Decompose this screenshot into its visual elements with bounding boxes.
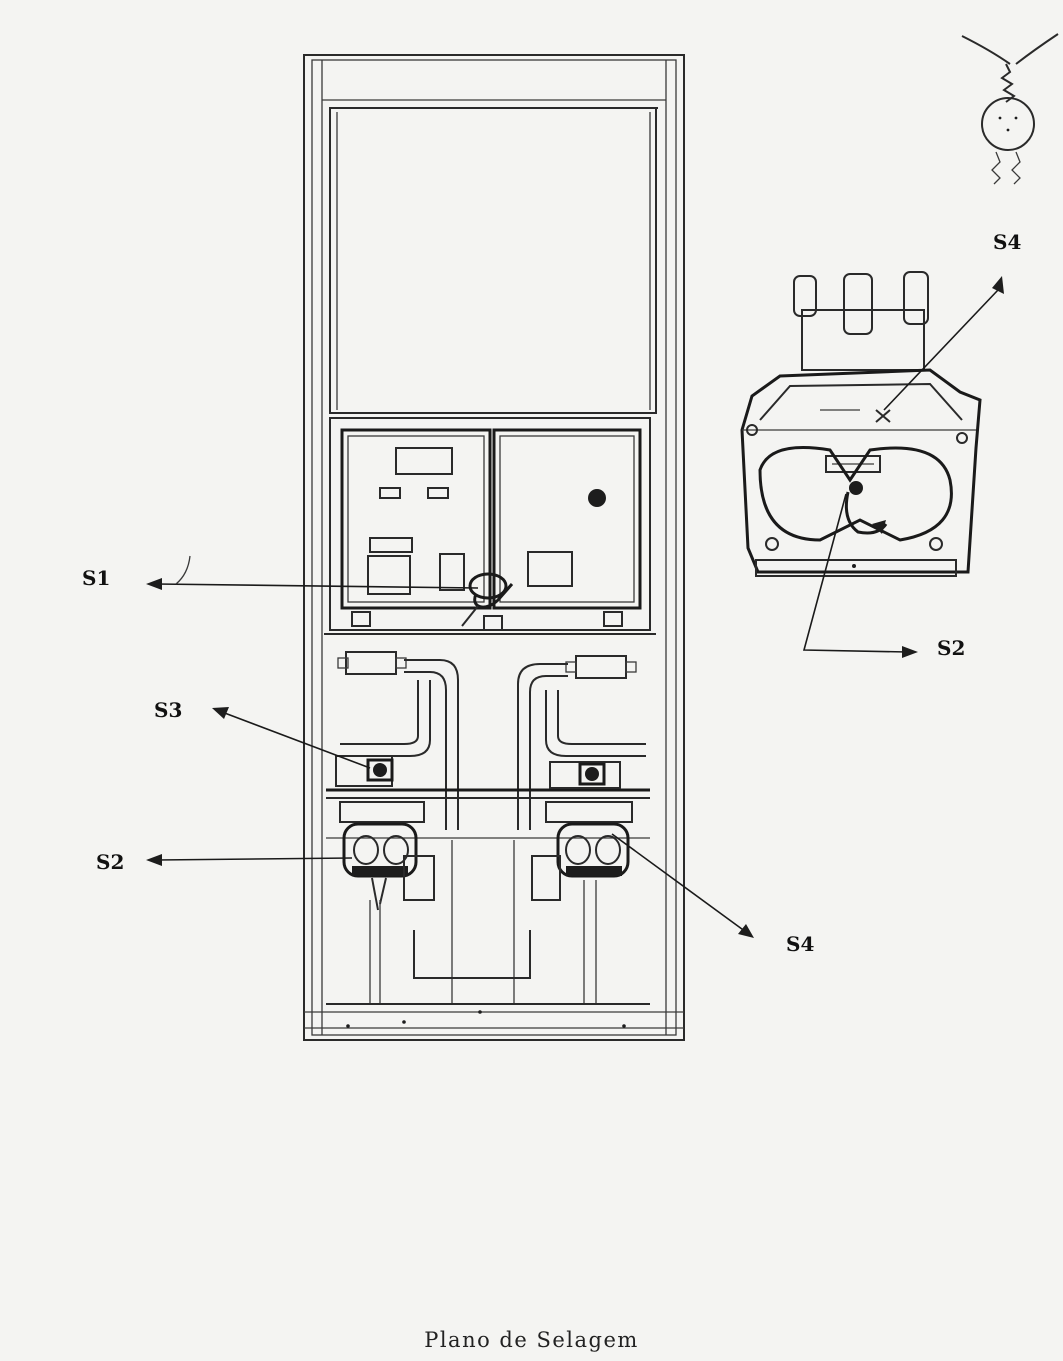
diagram-caption: Plano de Selagem bbox=[424, 1328, 639, 1352]
seal-label-s4-lower: S4 bbox=[786, 932, 815, 956]
seal-label-s4-upper: S4 bbox=[993, 230, 1022, 254]
left-meter-assembly bbox=[335, 755, 453, 1004]
s2-arrow-detail bbox=[802, 493, 918, 658]
seal-label-s1: S1 bbox=[82, 566, 111, 590]
s4-arrow-upper bbox=[883, 276, 1004, 411]
price-display bbox=[395, 447, 453, 475]
s2-arrow-left bbox=[146, 854, 353, 866]
computer-head-panel bbox=[324, 417, 656, 635]
meter-detail bbox=[740, 271, 982, 577]
pulser-detail-icon bbox=[961, 33, 1059, 185]
upper-display-window bbox=[329, 107, 657, 414]
s4-arrow-lower bbox=[611, 833, 754, 938]
base-tray bbox=[326, 930, 650, 1028]
seal-label-s2-detail: S2 bbox=[937, 636, 966, 660]
dispenser-cabinet bbox=[303, 54, 685, 1041]
seal-label-s3: S3 bbox=[154, 698, 183, 722]
hydraulic-section bbox=[326, 651, 650, 839]
s3-arrow bbox=[212, 707, 371, 769]
right-meter-assembly bbox=[513, 761, 633, 1004]
s1-arrow bbox=[146, 555, 479, 590]
seal-label-s2-left: S2 bbox=[96, 850, 125, 874]
rotary-knob bbox=[588, 489, 606, 507]
